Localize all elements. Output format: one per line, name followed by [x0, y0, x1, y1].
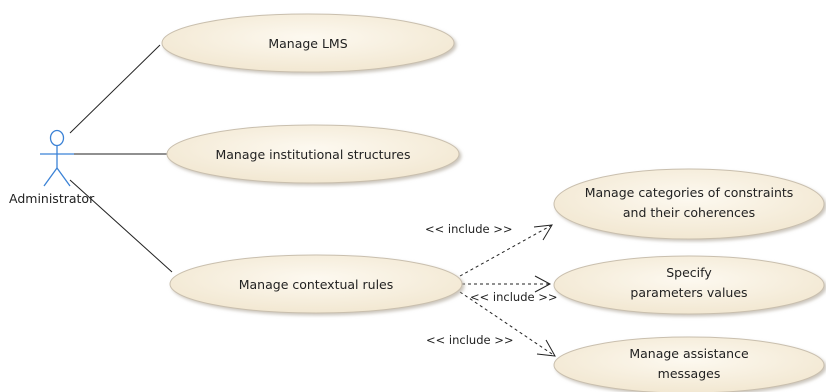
association-manage-contextual [69, 179, 173, 273]
use-case-label-line-2: messages [658, 366, 721, 381]
actor-left-leg-icon [43, 167, 58, 187]
use-case-ellipse[interactable] [553, 255, 825, 315]
use-case-ellipse[interactable] [169, 254, 463, 314]
include-arrowhead-parameters [534, 275, 552, 293]
use-case-label: Manage contextual rules [239, 277, 394, 292]
use-case-specify-parameters[interactable]: Specify parameters values [553, 255, 825, 315]
actor-label: Administrator [9, 191, 95, 206]
include-arrowhead-assistance [536, 339, 556, 357]
use-case-label-line-2: and their coherences [623, 205, 755, 220]
use-case-label-line-1: Manage assistance [629, 346, 749, 361]
include-label-categories: << include >> [425, 222, 513, 236]
use-case-ellipse[interactable] [553, 336, 825, 392]
actor-administrator[interactable] [40, 129, 74, 187]
use-case-ellipse[interactable] [553, 168, 825, 240]
actor-head-icon [49, 129, 65, 147]
include-dependencies [459, 224, 556, 357]
association-manage-lms [69, 44, 161, 134]
use-case-manage-assistance-messages[interactable]: Manage assistance messages [553, 336, 825, 392]
use-case-ellipse[interactable] [166, 124, 460, 184]
use-case-manage-categories[interactable]: Manage categories of constraints and the… [553, 168, 825, 240]
use-case-label-line-2: parameters values [630, 285, 747, 300]
include-label-assistance: << include >> [426, 333, 514, 347]
use-case-manage-lms[interactable]: Manage LMS [161, 13, 455, 73]
associations [69, 44, 173, 273]
use-case-ellipse[interactable] [161, 13, 455, 73]
include-arrowhead-categories [533, 224, 553, 241]
actor-right-leg-icon [56, 167, 71, 187]
use-case-label-line-1: Specify [666, 265, 712, 280]
use-case-label: Manage LMS [268, 36, 347, 51]
use-case-label-line-1: Manage categories of constraints [585, 185, 794, 200]
use-case-manage-institutional-structures[interactable]: Manage institutional structures [166, 124, 460, 184]
use-case-manage-contextual-rules[interactable]: Manage contextual rules [169, 254, 463, 314]
include-arrow-assistance [459, 291, 556, 357]
use-case-label: Manage institutional structures [215, 147, 410, 162]
include-label-parameters: << include >> [470, 290, 558, 304]
